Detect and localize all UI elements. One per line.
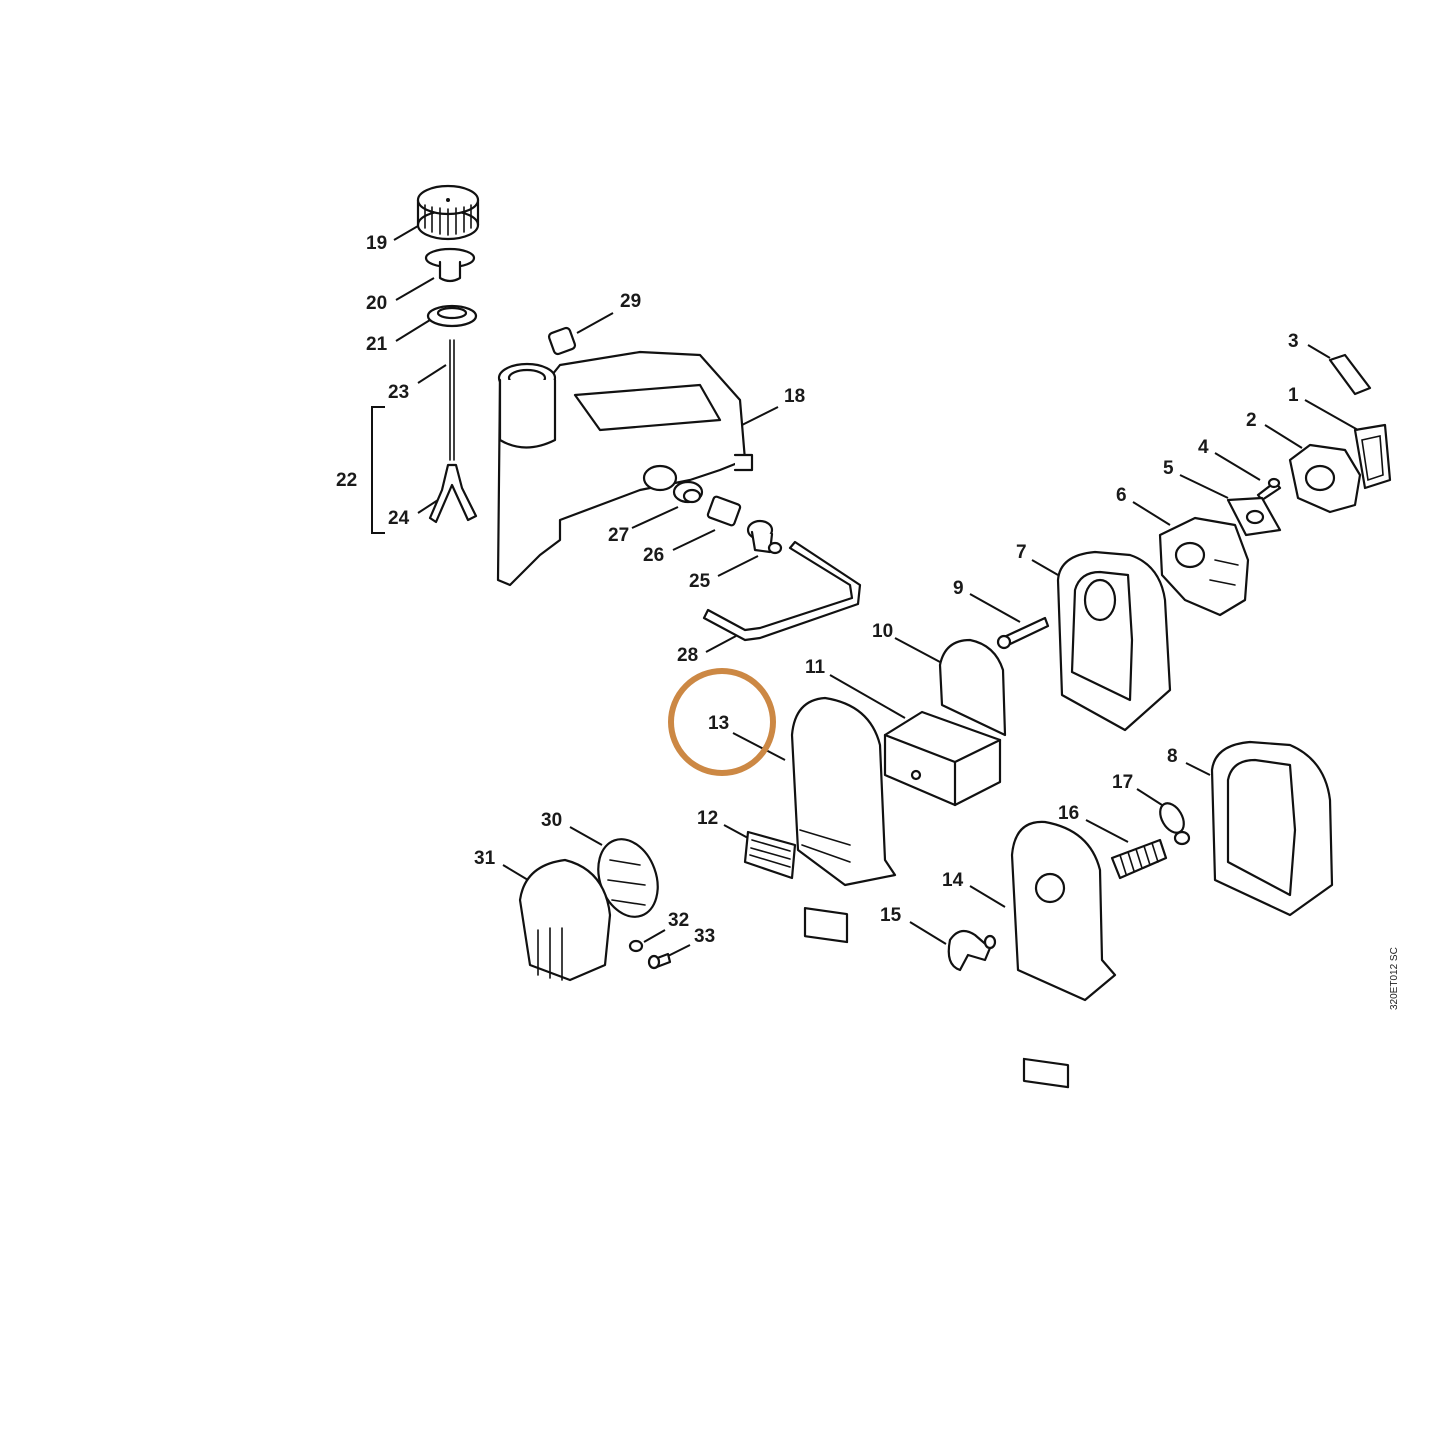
callout-24[interactable]: 24 xyxy=(388,508,410,529)
callout-5[interactable]: 5 xyxy=(1163,458,1174,479)
part-29-grommet[interactable] xyxy=(547,326,577,356)
callout-9[interactable]: 9 xyxy=(953,578,964,599)
part-27-grommet[interactable] xyxy=(672,480,704,504)
callout-33[interactable]: 33 xyxy=(694,926,715,947)
callout-16[interactable]: 16 xyxy=(1058,803,1079,824)
part-9-screw[interactable] xyxy=(996,616,1050,650)
callout-6[interactable]: 6 xyxy=(1116,485,1127,506)
highlight-ring xyxy=(668,668,776,776)
part-14-cover[interactable] xyxy=(1010,820,1117,1089)
part-20-cap-insert[interactable] xyxy=(424,247,476,283)
callout-21[interactable]: 21 xyxy=(366,334,388,355)
callout-23[interactable]: 23 xyxy=(388,382,409,403)
part-11-filter[interactable] xyxy=(883,710,1002,807)
callout-1[interactable]: 1 xyxy=(1288,385,1299,406)
callout-25[interactable]: 25 xyxy=(689,571,711,592)
part-2-flange[interactable] xyxy=(1288,443,1362,514)
part-26-strainer[interactable] xyxy=(706,495,742,527)
part-6-carburetor[interactable] xyxy=(1158,516,1250,617)
callout-22[interactable]: 22 xyxy=(336,470,357,491)
callout-8[interactable]: 8 xyxy=(1167,746,1178,767)
part-10-plate[interactable] xyxy=(938,638,1007,737)
callout-13[interactable]: 13 xyxy=(708,713,729,734)
part-5-gasket[interactable] xyxy=(1226,496,1282,537)
callout-4[interactable]: 4 xyxy=(1198,437,1209,458)
callout-10[interactable]: 10 xyxy=(872,621,893,642)
callout-28[interactable]: 28 xyxy=(677,645,698,666)
callout-20[interactable]: 20 xyxy=(366,293,387,314)
callout-12[interactable]: 12 xyxy=(697,808,718,829)
callout-17[interactable]: 17 xyxy=(1112,772,1133,793)
part-15-knob[interactable] xyxy=(947,929,997,972)
part-13-cover[interactable] xyxy=(790,696,897,944)
callout-7[interactable]: 7 xyxy=(1016,542,1027,563)
part-23-hose[interactable] xyxy=(449,339,455,461)
part-25-filter[interactable] xyxy=(746,519,783,555)
part-17-washer[interactable] xyxy=(1155,799,1191,846)
callout-32[interactable]: 32 xyxy=(668,910,689,931)
callout-14[interactable]: 14 xyxy=(942,870,964,891)
callout-11[interactable]: 11 xyxy=(805,657,826,678)
callout-18[interactable]: 18 xyxy=(784,386,805,407)
callout-30[interactable]: 30 xyxy=(541,810,562,831)
callout-29[interactable]: 29 xyxy=(620,291,641,312)
part-3-gasket[interactable] xyxy=(1328,353,1372,396)
callout-2[interactable]: 2 xyxy=(1246,410,1257,431)
part-12-grille[interactable] xyxy=(743,830,797,880)
part-18-tank-housing[interactable] xyxy=(496,350,754,587)
callout-27[interactable]: 27 xyxy=(608,525,629,546)
part-33-screw[interactable] xyxy=(647,952,672,970)
part-21-ring[interactable] xyxy=(426,304,478,328)
part-8-shroud[interactable] xyxy=(1210,740,1334,917)
part-24-pickup-body[interactable] xyxy=(428,463,478,524)
part-31-filter-cover[interactable] xyxy=(518,858,612,982)
callout-31[interactable]: 31 xyxy=(474,848,496,869)
callout-3[interactable]: 3 xyxy=(1288,331,1299,352)
part-19-tank-cap[interactable] xyxy=(416,184,480,241)
bracket-22 xyxy=(371,406,385,534)
drawing-reference: 320ET012 SC xyxy=(1389,947,1400,1010)
callout-15[interactable]: 15 xyxy=(880,905,902,926)
leader-lines xyxy=(393,225,1359,957)
part-4-screw[interactable] xyxy=(1256,477,1282,502)
callout-26[interactable]: 26 xyxy=(643,545,664,566)
part-1-gasket[interactable] xyxy=(1353,423,1392,490)
callout-19[interactable]: 19 xyxy=(366,233,387,254)
part-32-washer[interactable] xyxy=(628,939,644,953)
part-7-shroud[interactable] xyxy=(1056,550,1172,732)
part-28-fuel-hose[interactable] xyxy=(702,540,862,642)
part-16-spring[interactable] xyxy=(1110,838,1168,880)
